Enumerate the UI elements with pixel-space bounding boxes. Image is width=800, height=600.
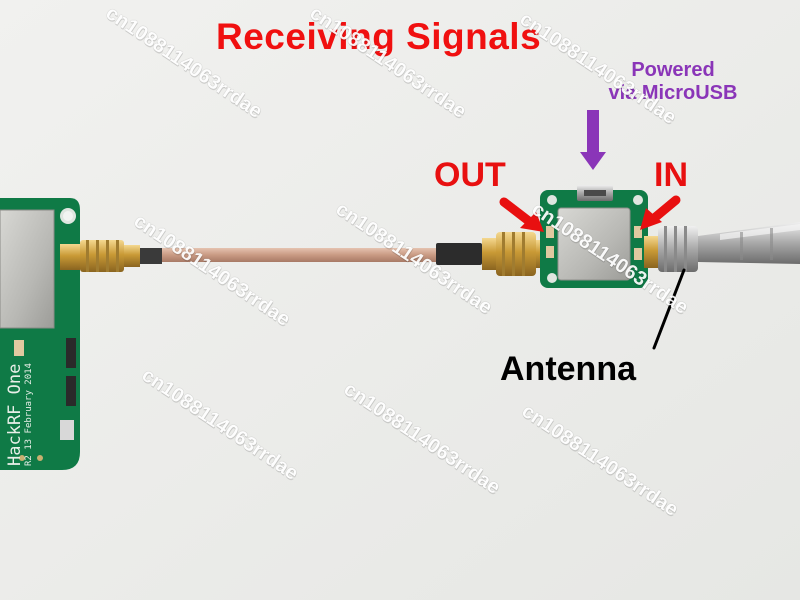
coax-cable: [162, 248, 442, 262]
power-note-line1: Powered: [631, 59, 715, 81]
board-name: HackRF One: [5, 363, 25, 466]
title-receiving-signals: Receiving Signals: [216, 16, 542, 57]
board-date: 13 February 2014: [24, 363, 34, 450]
antenna-assembly: [644, 222, 800, 272]
lna-module: [540, 185, 648, 288]
antenna-pointer-line: [652, 268, 686, 350]
out-label: OUT: [434, 156, 506, 194]
module-shield-can: [558, 208, 630, 280]
board-silkscreen: HackRF One R2 13 February 2014: [5, 363, 35, 466]
board-shield-can: [0, 210, 54, 328]
usb-arrow: [580, 110, 606, 170]
power-note-line2: via MicroUSB: [608, 82, 738, 104]
out-arrow: [499, 197, 544, 232]
amplifier-output-connector: [436, 232, 546, 276]
board-revision: R2: [24, 455, 34, 466]
hackrf-antenna-port: [60, 240, 162, 272]
in-label: IN: [654, 156, 688, 194]
antenna-label: Antenna: [500, 350, 636, 388]
power-note: Powered via MicroUSB: [598, 59, 748, 105]
in-arrow: [640, 195, 681, 230]
